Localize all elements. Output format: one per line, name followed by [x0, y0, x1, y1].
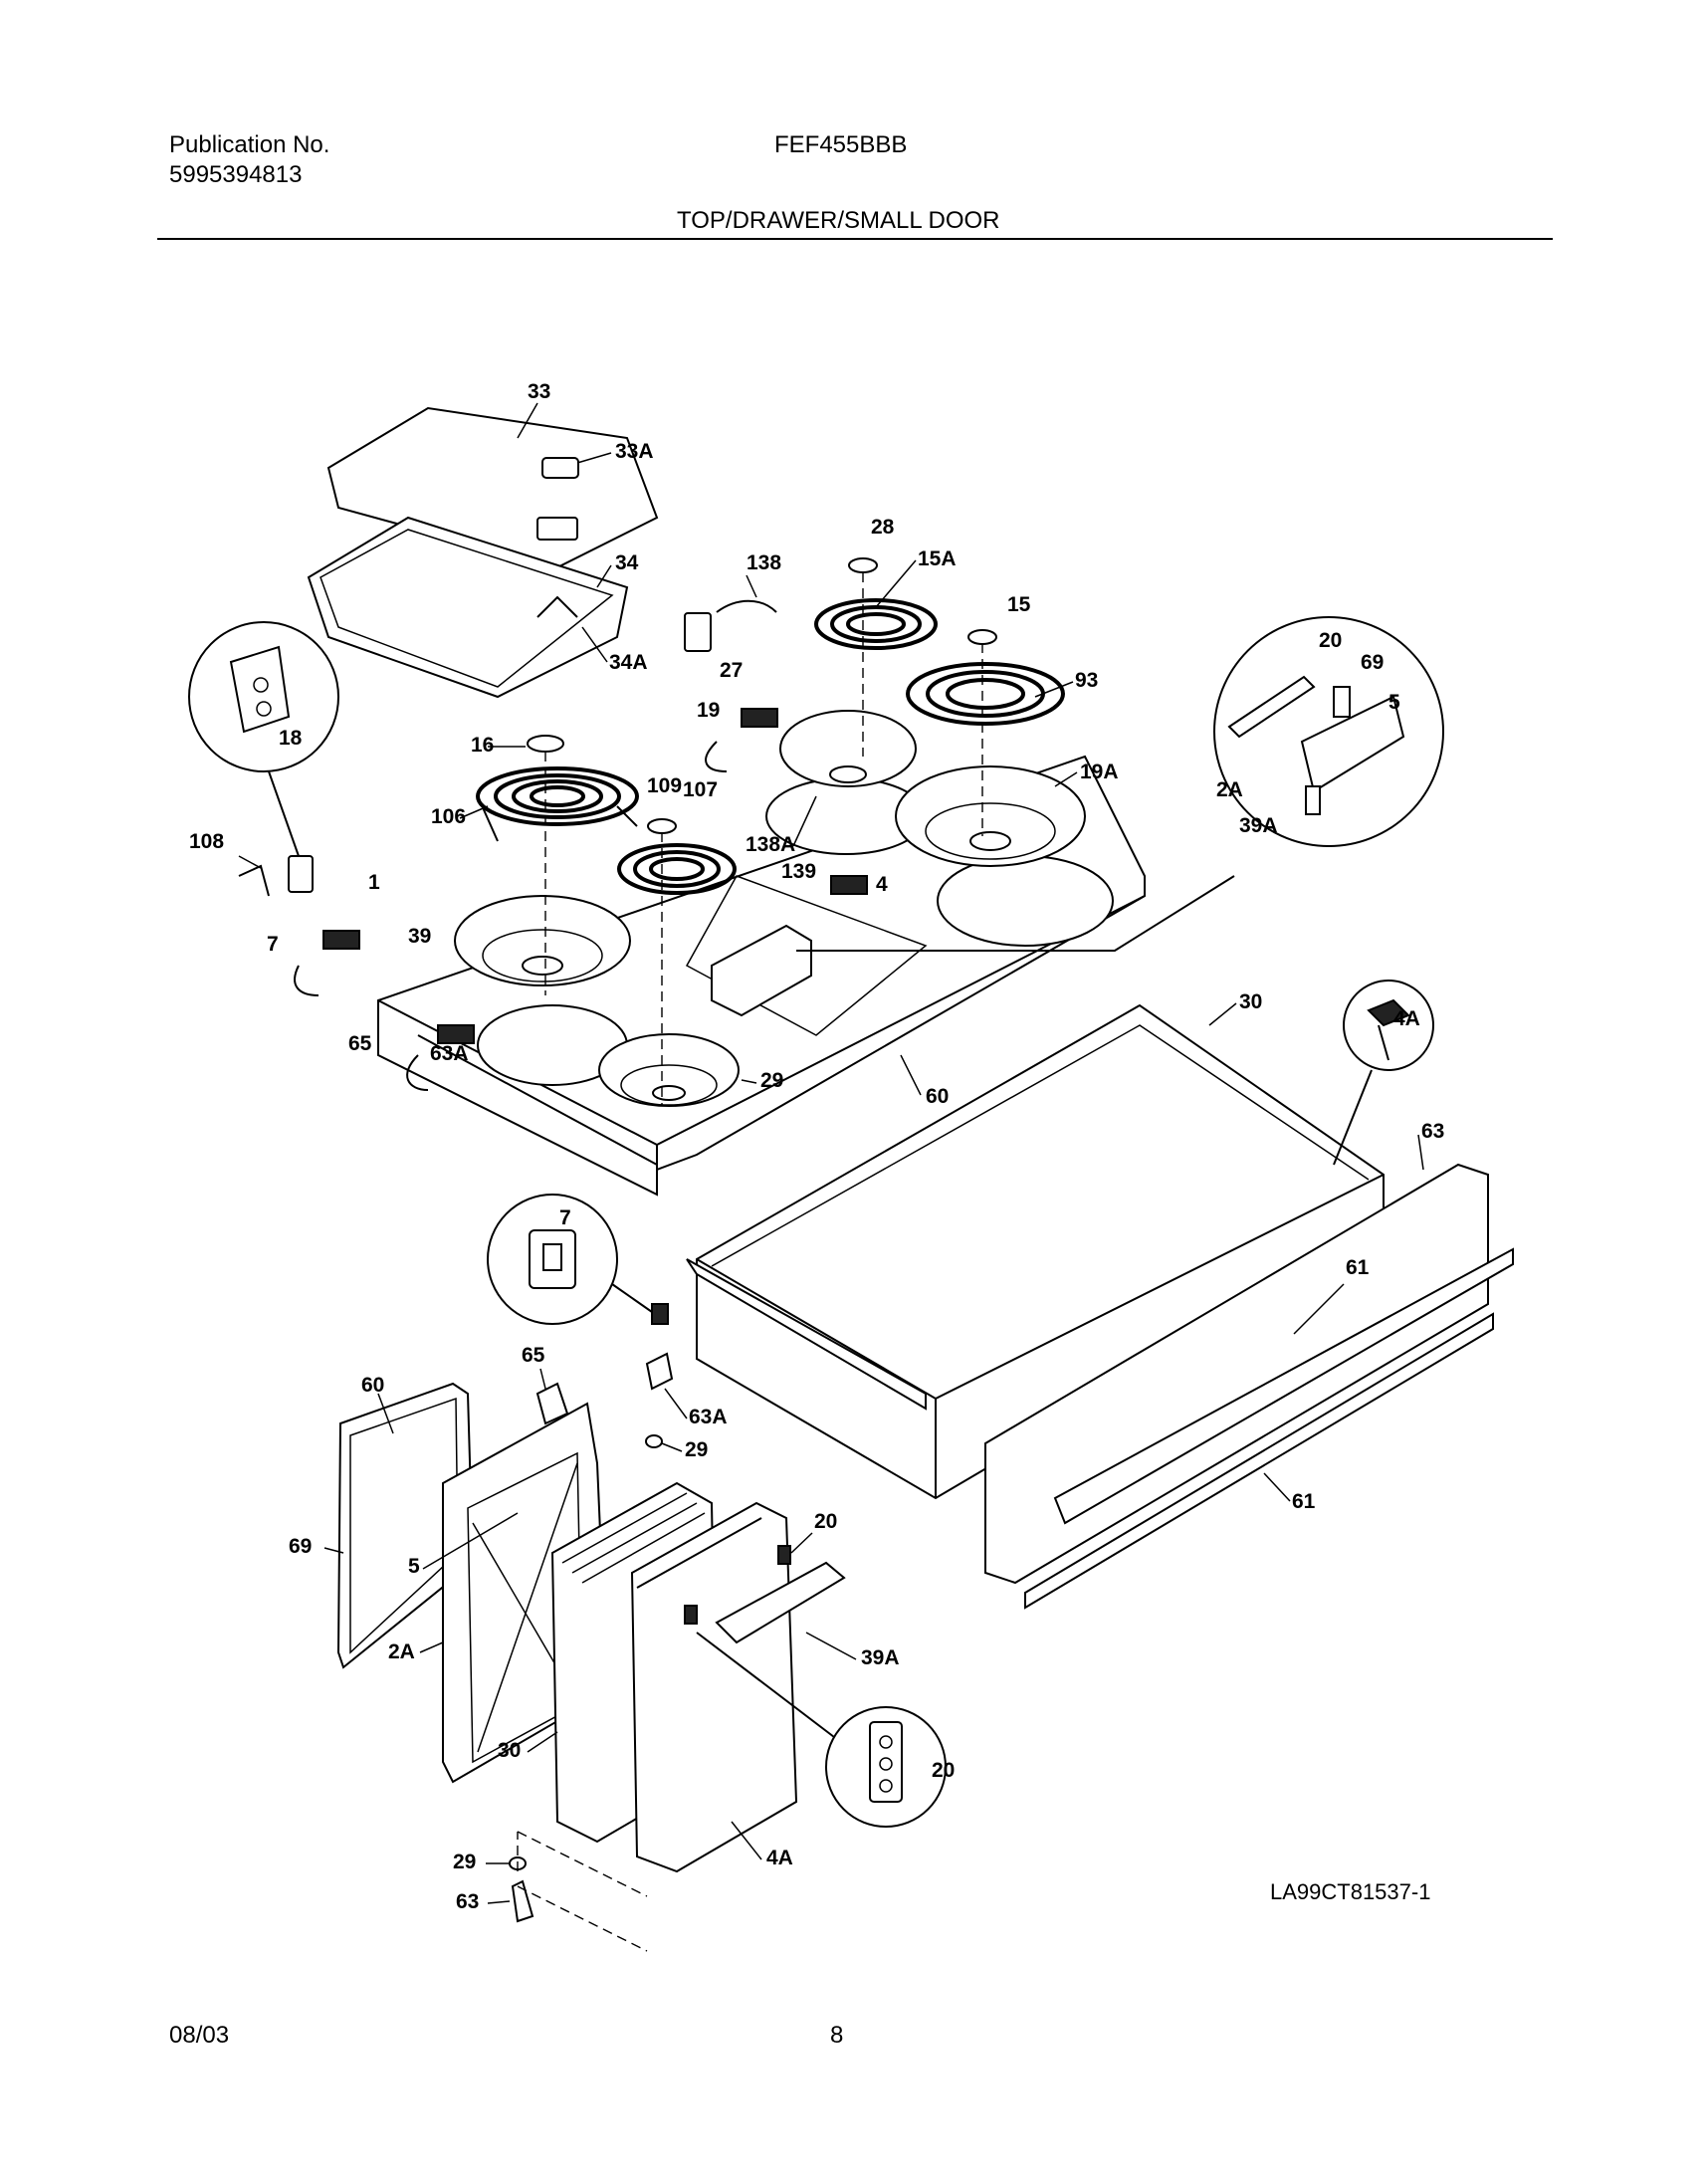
callout: 108 [189, 830, 224, 853]
drip-bowl-front-small [598, 1033, 740, 1107]
callout: 39A [861, 1646, 900, 1669]
publication-number: 5995394813 [169, 161, 303, 188]
page-number: 8 [830, 2022, 844, 2049]
drip-bowl-left [454, 895, 631, 986]
callout: 30 [498, 1739, 521, 1762]
callout: 61 [1346, 1256, 1370, 1279]
section-title: TOP/DRAWER/SMALL DOOR [677, 207, 1000, 234]
callout: 106 [431, 805, 466, 828]
callout: 29 [760, 1069, 783, 1092]
callout: 63A [430, 1042, 469, 1065]
diagram-reference-code: LA99CT81537-1 [1270, 1879, 1431, 1904]
callout: 139 [781, 860, 816, 883]
callout: 39A [1239, 814, 1278, 837]
callout: 19A [1080, 761, 1119, 783]
callout: 4 [876, 873, 888, 896]
callout: 63 [1421, 1120, 1444, 1143]
callout: 34A [609, 651, 648, 674]
callout: 4A [766, 1847, 793, 1869]
publication-label: Publication No. [169, 131, 330, 158]
callout: 65 [522, 1344, 545, 1367]
callout: 15A [918, 547, 957, 570]
inset-detail-7 [487, 1194, 669, 1325]
callout: 30 [1239, 990, 1262, 1013]
surface-element-center [617, 818, 737, 895]
callout: 20 [1319, 629, 1342, 652]
drip-bowl-rear-small [779, 710, 917, 787]
callout: 34 [615, 551, 639, 574]
callout: 39 [408, 925, 431, 948]
callout: 28 [871, 516, 895, 539]
callout: 15 [1007, 593, 1031, 616]
callout: 69 [289, 1535, 312, 1558]
inset-detail-20 [696, 1632, 947, 1828]
model-number: FEF455BBB [774, 131, 908, 158]
surface-element-right [906, 629, 1065, 726]
drip-bowl-right [895, 765, 1086, 867]
callout: 20 [932, 1759, 955, 1782]
callout: 7 [559, 1206, 571, 1229]
small-door-outer-panel [630, 1501, 798, 1873]
callout: 93 [1075, 669, 1098, 692]
small-door-handle [715, 1561, 846, 1644]
callout: 27 [720, 659, 743, 682]
callout: 65 [348, 1032, 372, 1055]
callout: 29 [453, 1851, 476, 1873]
lift-top-cover [307, 406, 659, 699]
callout: 1 [368, 871, 380, 894]
terminal-block [711, 924, 812, 1017]
clips [238, 599, 777, 897]
callout: 16 [471, 734, 494, 757]
drawer-front-panel [984, 1163, 1514, 1610]
callout: 60 [361, 1374, 384, 1397]
receptacles [294, 708, 868, 1091]
callout: 138 [747, 551, 781, 574]
callout: 60 [926, 1085, 949, 1108]
callout: 5 [1388, 691, 1400, 714]
callout: 7 [267, 933, 279, 956]
callout: 107 [683, 778, 718, 801]
callout: 2A [388, 1640, 415, 1663]
alignment-lines [517, 572, 983, 1952]
leader-lines [238, 402, 1424, 1904]
callout: 29 [685, 1438, 708, 1461]
callout-labels: 33 33A 34 34A 18 138 28 15A 15 93 27 19 … [189, 380, 1444, 1913]
callout: 138A [746, 833, 795, 856]
surface-element-left-front [476, 735, 639, 842]
header-rule [157, 238, 1553, 240]
callout: 69 [1361, 651, 1384, 674]
callout: 63A [689, 1406, 728, 1428]
hinge-parts [509, 1352, 791, 1923]
callout: 61 [1292, 1490, 1316, 1513]
inset-detail-terminal [796, 616, 1444, 952]
callout: 20 [814, 1510, 837, 1533]
callout: 19 [697, 699, 720, 722]
callout: 33A [615, 440, 654, 463]
callout: 5 [408, 1555, 420, 1578]
callout: 63 [456, 1890, 479, 1913]
callout: 2A [1216, 778, 1243, 801]
callout: 4A [1393, 1007, 1420, 1030]
inset-detail-screw [1333, 980, 1434, 1166]
inset-detail-18 [188, 621, 339, 857]
surface-element-rear-small [814, 557, 938, 650]
callout: 33 [528, 380, 550, 403]
callout: 109 [647, 774, 682, 797]
publication-date: 08/03 [169, 2022, 230, 2049]
callout: 18 [279, 727, 303, 750]
